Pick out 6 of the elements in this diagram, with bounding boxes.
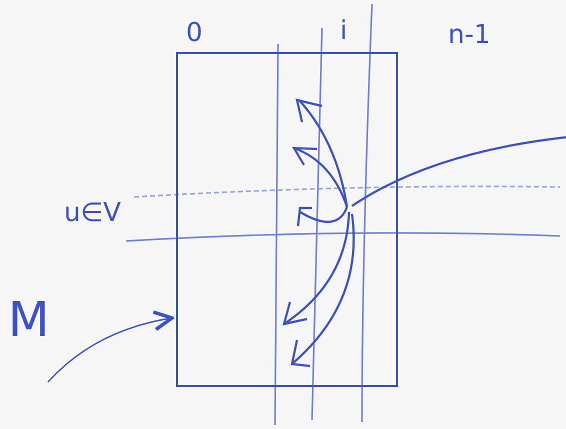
column-index: 0 [186, 20, 203, 46]
row-label: u∈V [64, 200, 121, 226]
column-index: n-1 [448, 22, 490, 48]
matrix-label: M [8, 290, 50, 350]
arrow [48, 310, 174, 382]
column-index: i [340, 18, 348, 44]
